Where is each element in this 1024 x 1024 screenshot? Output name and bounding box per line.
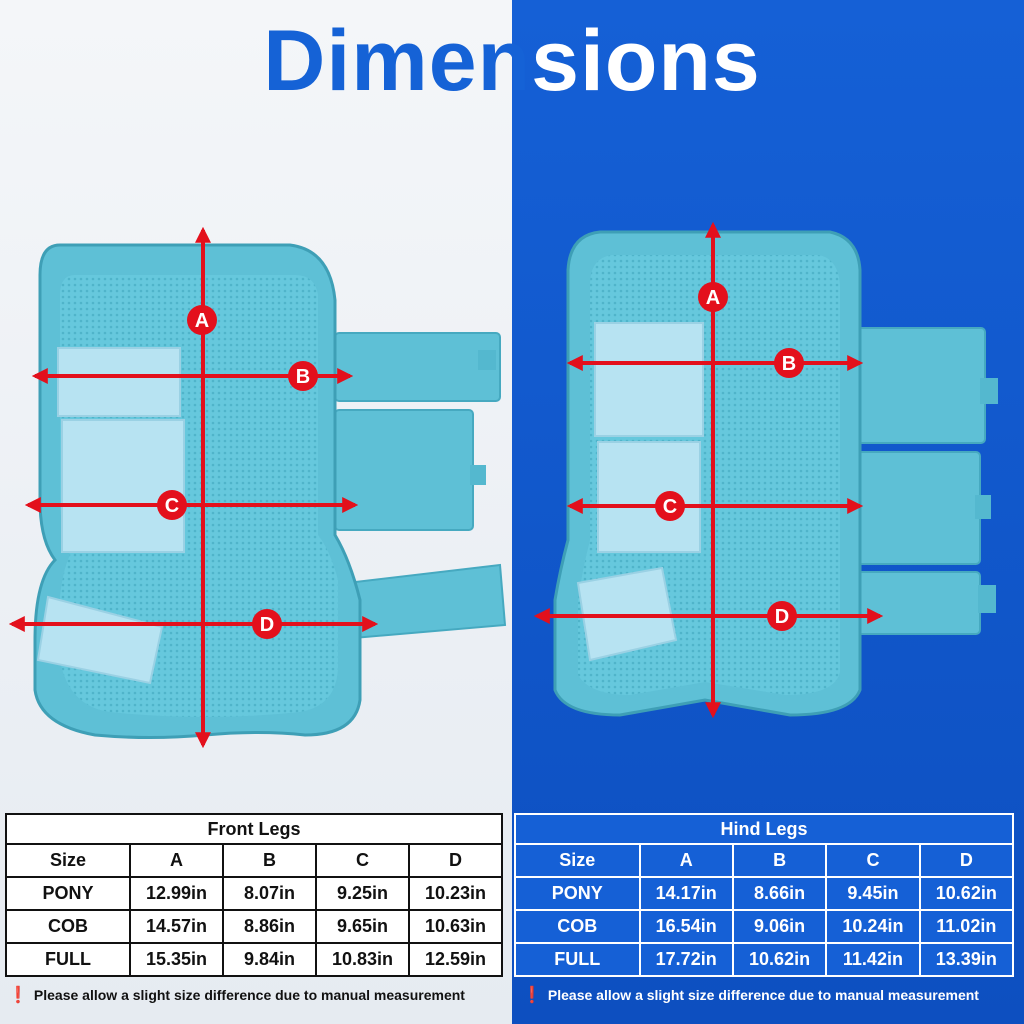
front-strap-tab [470, 465, 486, 485]
column-header: C [825, 843, 921, 878]
title-part-left: Dimen [263, 13, 532, 109]
hind-strap-middle [854, 451, 981, 565]
front-label-c: C [157, 490, 187, 520]
table-row: COB 14.57in 8.86in 9.65in 10.63in [5, 909, 503, 944]
column-header: A [638, 843, 734, 878]
front-legs-table: Front Legs Size A B C D PONY 12.99in 8.0… [5, 813, 503, 977]
table-row: PONY 14.17in 8.66in 9.45in 10.62in [514, 876, 1015, 911]
column-header: C [315, 843, 410, 878]
table-cell: 17.72in [638, 942, 734, 977]
table-cell: 10.24in [825, 909, 921, 944]
column-header: D [918, 843, 1015, 878]
table-header-row: Size A B C D [514, 843, 1015, 878]
hind-velcro-patch [597, 441, 701, 553]
front-label-b-text: B [296, 366, 310, 388]
hind-legs-table: Hind Legs Size A B C D PONY 14.17in 8.66… [514, 813, 1015, 977]
hind-strap-tab [978, 585, 996, 613]
column-header: B [731, 843, 828, 878]
hind-label-a-text: A [706, 287, 720, 309]
front-label-d: D [252, 609, 282, 639]
table-row: FULL 15.35in 9.84in 10.83in 12.59in [5, 942, 503, 977]
front-boot [33, 243, 507, 739]
front-label-a: A [187, 305, 217, 335]
page-title: Dimensions [0, 18, 1024, 104]
table-row: FULL 17.72in 10.62in 11.42in 13.39in [514, 942, 1015, 977]
table-cell: 15.35in [129, 942, 224, 977]
table-cell: 9.84in [222, 942, 317, 977]
column-header: Size [5, 843, 131, 878]
hind-label-b-text: B [782, 353, 796, 375]
hind-label-c-text: C [663, 496, 677, 518]
title-part-right: sions [531, 13, 761, 109]
table-cell: 9.06in [731, 909, 828, 944]
hind-label-c: C [655, 491, 685, 521]
table-cell: 8.66in [731, 876, 828, 911]
hind-strap-tab [980, 378, 998, 404]
column-header: A [129, 843, 224, 878]
table-cell: 9.25in [315, 876, 410, 911]
front-label-c-text: C [165, 495, 179, 517]
hind-boot [553, 230, 998, 717]
exclamation-icon: ❗ [522, 987, 542, 1004]
size-cell: COB [5, 909, 131, 944]
hind-label-b: B [774, 348, 804, 378]
table-cell: 16.54in [638, 909, 734, 944]
size-cell: FULL [5, 942, 131, 977]
size-cell: COB [514, 909, 641, 944]
table-cell: 10.23in [408, 876, 503, 911]
column-header: B [222, 843, 317, 878]
table-row: PONY 12.99in 8.07in 9.25in 10.23in [5, 876, 503, 911]
exclamation-icon: ❗ [8, 987, 28, 1004]
table-cell: 14.17in [638, 876, 734, 911]
table-cell: 9.65in [315, 909, 410, 944]
hind-strap-tab [975, 495, 991, 519]
table-cell: 12.99in [129, 876, 224, 911]
table-header-row: Size A B C D [5, 843, 503, 878]
front-strap-top [334, 332, 501, 402]
table-cell: 10.83in [315, 942, 410, 977]
table-cell: 11.42in [825, 942, 921, 977]
measurement-note-hind: ❗ Please allow a slight size difference d… [522, 985, 979, 1005]
hind-label-d-text: D [775, 606, 789, 628]
hind-velcro-patch [594, 322, 704, 437]
table-cell: 10.63in [408, 909, 503, 944]
hind-label-d: D [767, 601, 797, 631]
column-header: Size [514, 843, 641, 878]
table-row: COB 16.54in 9.06in 10.24in 11.02in [514, 909, 1015, 944]
table-cell: 12.59in [408, 942, 503, 977]
hind-table-caption: Hind Legs [514, 813, 1014, 845]
front-label-b: B [288, 361, 318, 391]
note-text: Please allow a slight size difference du… [547, 987, 979, 1003]
table-cell: 14.57in [129, 909, 224, 944]
front-label-d-text: D [260, 614, 274, 636]
table-cell: 9.45in [825, 876, 921, 911]
table-cell: 10.62in [918, 876, 1015, 911]
table-cell: 10.62in [731, 942, 828, 977]
front-strap-tab [478, 350, 496, 370]
size-cell: FULL [514, 942, 641, 977]
table-cell: 13.39in [918, 942, 1015, 977]
boot-illustrations: A B C D A B C D [8, 221, 998, 749]
front-table-caption: Front Legs [5, 813, 503, 845]
hind-label-a: A [698, 282, 728, 312]
hind-strap-top [854, 327, 986, 444]
table-cell: 8.86in [222, 909, 317, 944]
front-velcro-patch [61, 419, 185, 553]
table-cell: 8.07in [222, 876, 317, 911]
column-header: D [408, 843, 503, 878]
table-cell: 11.02in [918, 909, 1015, 944]
size-cell: PONY [514, 876, 641, 911]
front-velcro-patch [57, 347, 181, 417]
front-strap-middle [334, 409, 474, 531]
note-text: Please allow a slight size difference du… [33, 987, 465, 1003]
hind-strap-bottom [854, 571, 981, 635]
size-cell: PONY [5, 876, 131, 911]
measurement-note-front: ❗ Please allow a slight size difference d… [8, 985, 465, 1005]
front-label-a-text: A [195, 310, 209, 332]
